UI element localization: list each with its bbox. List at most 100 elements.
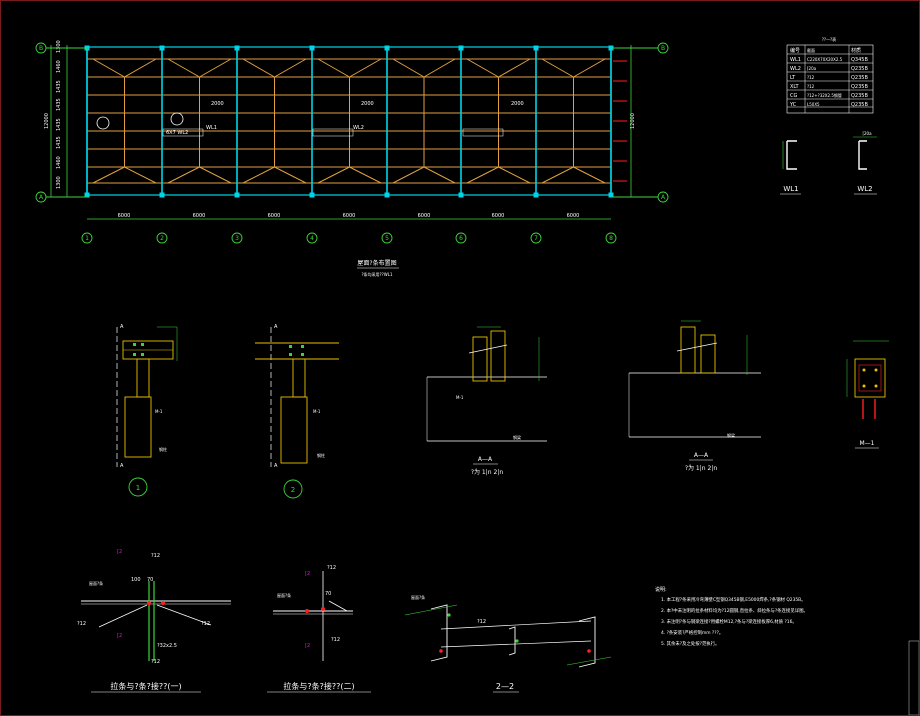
svg-text:A: A: [120, 463, 124, 469]
svg-text:屋面?条: 屋面?条: [277, 592, 291, 598]
sag-rod-0-3: [124, 166, 157, 184]
left-dim-8: 1300: [56, 176, 62, 189]
svg-text:钢梁: 钢梁: [513, 434, 521, 440]
plan-note-1: 2000: [211, 101, 224, 107]
bay-dim-7: 6000: [567, 213, 580, 219]
sag-rod-1-3: [199, 166, 232, 184]
table-cell-5-1: ?12+?32X2.5钢管: [807, 92, 842, 98]
table-cell-2-2: Q235B: [851, 66, 868, 72]
sag-rod-5-3: [498, 166, 531, 184]
column-marker-5-1: [458, 192, 464, 198]
tie-detail-2-title: 拉条与?条?接??(二): [283, 681, 354, 691]
detail-marker-1: [96, 116, 110, 130]
section-22-title: 2—2: [496, 682, 514, 691]
sag-rod-2-1: [274, 58, 307, 78]
table-cell-3-0: LT: [790, 75, 796, 81]
axis-a-left: A: [39, 194, 44, 201]
sag-rods: [92, 58, 606, 184]
red-marks: [613, 60, 627, 182]
svg-text:??一?表: ??一?表: [822, 36, 836, 42]
bay-dim-1: 6000: [118, 213, 131, 219]
row-axis-bubbles: [35, 42, 669, 203]
table-cell-2-1: [20a: [807, 66, 817, 71]
tie-detail-2: [2 [2 ?12 70 ?12 屋面?条 拉条与?条?接??(二): [267, 565, 371, 693]
row-axis-labels: B A B A: [39, 45, 666, 201]
axis-8: 8: [609, 235, 613, 242]
table-cell-0-0: 编号: [790, 47, 800, 54]
table-cell-2-0: WL2: [790, 66, 801, 72]
left-total: 12000: [44, 113, 50, 129]
wl2-section: [858, 140, 867, 170]
column-marker-2-1: [234, 192, 240, 198]
table-cell-1-1: C220X70X20X2.5: [807, 57, 843, 62]
aa1-title: A—A: [478, 456, 493, 463]
svg-text:[2: [2: [305, 643, 310, 649]
axis-3: 3: [235, 235, 239, 242]
sag-rod-4-1: [423, 58, 456, 78]
sag-rod-3-3: [349, 166, 382, 184]
table-cell-3-2: Q235B: [851, 75, 868, 81]
sag-rod-6-0: [541, 58, 574, 78]
detail1-pier: [124, 396, 152, 458]
svg-text:[2: [2: [305, 571, 310, 577]
column-marker-0-1: [84, 192, 90, 198]
svg-text:?12: ?12: [201, 621, 210, 627]
column-marker-1-0: [159, 45, 165, 51]
general-notes: 说明: 1. 本工程?条采用冷弯薄壁C型钢Q345B钢,E5000焊条,?条钢材…: [655, 586, 808, 647]
sag-rod-4-3: [423, 166, 456, 184]
svg-text:?12: ?12: [151, 553, 160, 559]
plan-notes: 2000 2000 2000 6X7 WL2 WL1 WL2: [162, 101, 524, 137]
svg-text:屋面?条: 屋面?条: [89, 580, 103, 586]
detail2-bubble: [283, 479, 303, 499]
left-dim-5: 1435: [56, 118, 62, 131]
left-dim-6: 1435: [56, 136, 62, 149]
svg-text:?12: ?12: [327, 565, 336, 571]
axis-b-right: B: [661, 45, 665, 52]
tie-detail-1-title: 拉条与?条?接??(一): [110, 681, 181, 691]
column-marker-1-1: [159, 192, 165, 198]
axis-b-left: B: [39, 45, 43, 52]
left-dim-2: 1460: [56, 60, 62, 73]
svg-text:1: 1: [136, 484, 140, 492]
svg-text:2: 2: [291, 486, 295, 494]
detail2-pier: [280, 396, 308, 464]
purlin-plan: 2000 2000 2000 6X7 WL2 WL1 WL2 1300 1460…: [35, 40, 669, 277]
left-dimension: [50, 45, 68, 197]
plan-note-5: WL1: [206, 125, 217, 131]
col-axis-labels: 1 2 3 4 5 6 7 8: [85, 235, 613, 242]
section-aa-2: 钢梁 A—A ?为 1|n 2|n: [628, 320, 761, 472]
svg-text:?为 1|n 2|n: ?为 1|n 2|n: [685, 464, 717, 472]
table-cell-6-2: Q235B: [851, 102, 868, 108]
column-marker-3-1: [309, 192, 315, 198]
table-cell-4-1: ?12: [807, 84, 815, 89]
svg-text:A: A: [274, 463, 278, 469]
sag-rod-1-2: [167, 166, 200, 184]
svg-text:A: A: [274, 324, 278, 330]
axis-5: 5: [385, 235, 389, 242]
svg-text:钢梁: 钢梁: [727, 432, 735, 438]
note-4: 4. ?条安装?严格控制mm ???。: [661, 629, 723, 636]
left-dim-7: 1460: [56, 156, 62, 169]
svg-text:?12: ?12: [477, 619, 486, 625]
note-3: 3. 未注明?条与钢梁连接?用螺栓M12,?条与?梁连接板厚6,材质 ?16。: [661, 618, 797, 625]
sag-rod-6-2: [541, 166, 574, 184]
table-cell-6-0: YC: [789, 102, 797, 108]
column-marker-7-1: [608, 192, 614, 198]
column-marker-5-0: [458, 45, 464, 51]
column-marker-2-0: [234, 45, 240, 51]
svg-text:?32x2.5: ?32x2.5: [157, 643, 177, 649]
column-marker-3-0: [309, 45, 315, 51]
bay-dim-2: 6000: [193, 213, 206, 219]
sag-rod-4-2: [392, 166, 425, 184]
note-1: 1. 本工程?条采用冷弯薄壁C型钢Q345B钢,E5000焊条,?条钢材 Q23…: [661, 596, 806, 603]
sag-rod-0-2: [92, 166, 125, 184]
svg-text:钢柱: 钢柱: [317, 452, 325, 458]
axis-6: 6: [459, 235, 463, 242]
bay-dim-labels: 6000 6000 6000 6000 6000 6000 6000: [118, 213, 580, 219]
table-cell-4-0: XLT: [790, 84, 800, 90]
col-axis-bubbles: [81, 232, 617, 244]
sag-rod-5-1: [498, 58, 531, 78]
left-dim-labels: 1300 1460 1435 1435 1435 1435 1460 1300 …: [44, 40, 636, 189]
tie-detail-1: [2 [2 ?12 100 70 ?12 ?12 ?32x2.5 ?12 屋面?…: [77, 549, 231, 693]
